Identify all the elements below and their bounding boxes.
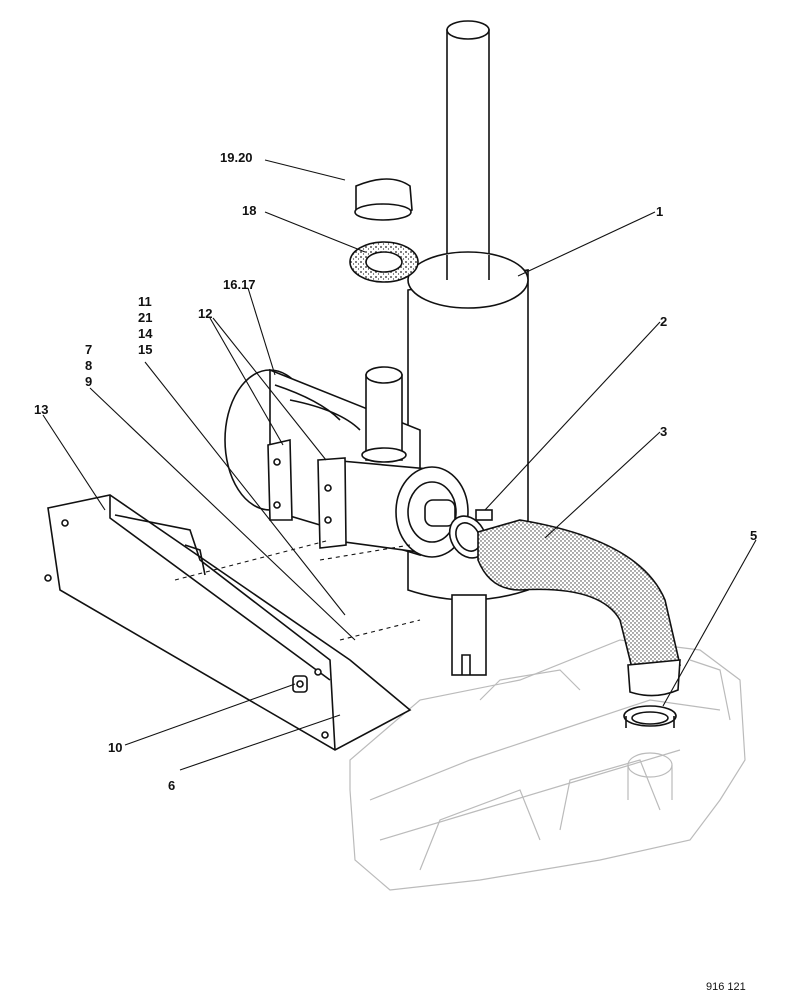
callout-6: 6 (168, 778, 175, 793)
callout-16-17: 16.17 (223, 277, 256, 292)
callout-15: 15 (138, 342, 152, 357)
leader-lines (42, 159, 757, 771)
engine-block-outline (349, 639, 746, 891)
callout-12: 12 (198, 306, 212, 321)
callout-14: 14 (138, 326, 153, 341)
support-bracket (44, 494, 412, 751)
cap (354, 178, 413, 221)
callout-labels: 19.20 18 1 2 3 5 6 10 13 16.17 12 11 21 … (34, 150, 757, 993)
callout-8: 8 (85, 358, 92, 373)
callout-11: 11 (138, 294, 152, 309)
hose-clamp-lower (623, 705, 677, 728)
callout-2: 2 (660, 314, 667, 329)
callout-7: 7 (85, 342, 92, 357)
callout-10: 10 (108, 740, 122, 755)
callout-5: 5 (750, 528, 757, 543)
callout-19-20: 19.20 (220, 150, 253, 165)
callout-9: 9 (85, 374, 92, 389)
air-cleaner (224, 366, 469, 558)
callout-18: 18 (242, 203, 256, 218)
intake-hose (477, 519, 681, 697)
callout-13: 13 (34, 402, 48, 417)
hose-clamp-upper (448, 509, 493, 559)
callout-21: 21 (138, 310, 152, 325)
callout-3: 3 (660, 424, 667, 439)
callout-1: 1 (656, 204, 663, 219)
gasket-ring (349, 241, 419, 283)
drawing-number: 916 121 (706, 981, 746, 993)
